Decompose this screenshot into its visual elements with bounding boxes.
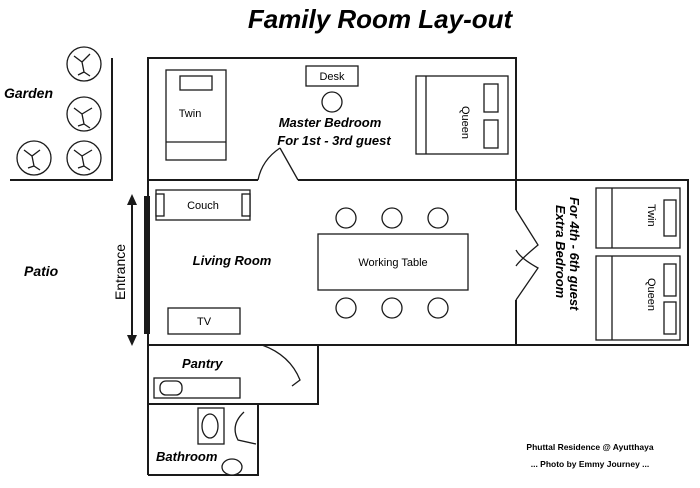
twin-bed-extra-label: Twin: [645, 204, 657, 227]
tv-stand: TV: [167, 307, 241, 335]
tree-icon: [66, 96, 102, 132]
entrance-label: Entrance: [112, 244, 128, 300]
tv-label: TV: [197, 316, 212, 328]
master-bedroom-title: Master Bedroom: [279, 115, 382, 130]
queen-bed-master: Queen: [415, 75, 509, 155]
couch: Couch: [155, 189, 251, 221]
chair: [427, 297, 449, 319]
chair: [427, 207, 449, 229]
tree-icon: [66, 46, 102, 82]
extra-bedroom-subtitle: For 4th - 6th guest: [567, 197, 582, 311]
queen-bed-extra-label: Queen: [645, 278, 657, 311]
master-bedroom-subtitle: For 1st - 3rd guest: [277, 133, 391, 148]
garden-label: Garden: [4, 85, 53, 101]
tree-icon: [66, 140, 102, 176]
working-table: Working Table: [317, 233, 469, 291]
twin-bed-label: Twin: [179, 108, 202, 120]
pantry-counter: [153, 377, 241, 399]
twin-bed-extra: Twin: [595, 187, 681, 249]
chair: [335, 297, 357, 319]
working-table-label: Working Table: [358, 257, 427, 269]
tree-icon: [16, 140, 52, 176]
bathroom-label: Bathroom: [156, 449, 218, 464]
patio-label: Patio: [24, 263, 59, 279]
chair: [335, 207, 357, 229]
queen-bed-label: Queen: [459, 106, 471, 139]
pantry-label: Pantry: [182, 356, 223, 371]
entrance-wall: [144, 196, 150, 334]
desk-chair: [321, 91, 343, 113]
garden-area: [10, 46, 113, 181]
page-title: Family Room Lay-out: [248, 4, 514, 34]
couch-label: Couch: [187, 200, 219, 212]
desk-label: Desk: [319, 71, 345, 83]
table-chairs: [335, 207, 449, 319]
credit-line2: ... Photo by Emmy Journey ...: [531, 459, 650, 469]
chair: [381, 297, 403, 319]
entrance-arrow-icon: [127, 194, 137, 346]
desk: Desk: [305, 65, 359, 113]
extra-bedroom-title: Extra Bedroom: [553, 205, 568, 299]
chair: [381, 207, 403, 229]
toilet: [221, 458, 243, 476]
queen-bed-extra: Queen: [595, 255, 681, 341]
living-room-label: Living Room: [193, 253, 272, 268]
twin-bed-master: Twin: [165, 69, 227, 161]
bathroom-fixtures: [197, 407, 243, 476]
credit-line1: Phuttal Residence @ Ayutthaya: [526, 442, 653, 452]
